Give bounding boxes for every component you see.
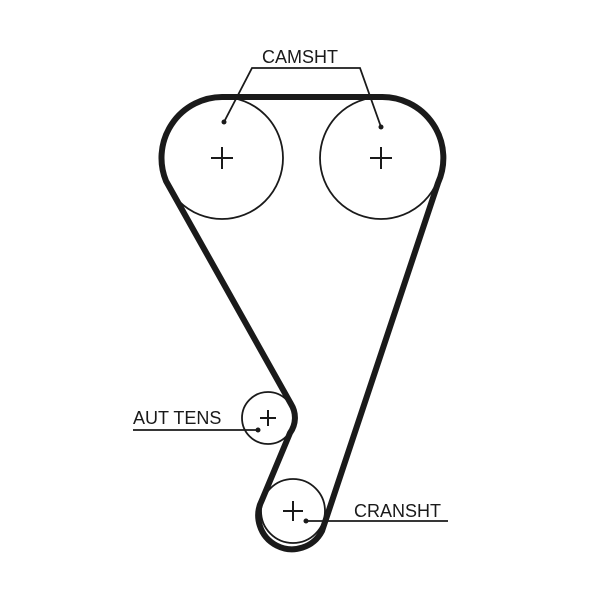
tensioner-leader-dot bbox=[255, 427, 261, 433]
camshaft-left-center-icon bbox=[211, 147, 233, 169]
crankshaft-leader-dot bbox=[303, 518, 309, 524]
camshaft-leader-line bbox=[223, 67, 382, 128]
camshaft-left-leader-dot bbox=[221, 119, 227, 125]
timing-belt bbox=[158, 93, 447, 553]
camshaft-right-leader-dot bbox=[378, 124, 384, 130]
tensioner-center-icon bbox=[260, 410, 276, 426]
crankshaft-center-icon bbox=[283, 501, 303, 521]
crankshaft-label: CRANSHT bbox=[354, 501, 441, 521]
camshaft-label: CAMSHT bbox=[262, 47, 338, 67]
tensioner-label: AUT TENS bbox=[133, 408, 221, 428]
camshaft-right-center-icon bbox=[370, 147, 392, 169]
